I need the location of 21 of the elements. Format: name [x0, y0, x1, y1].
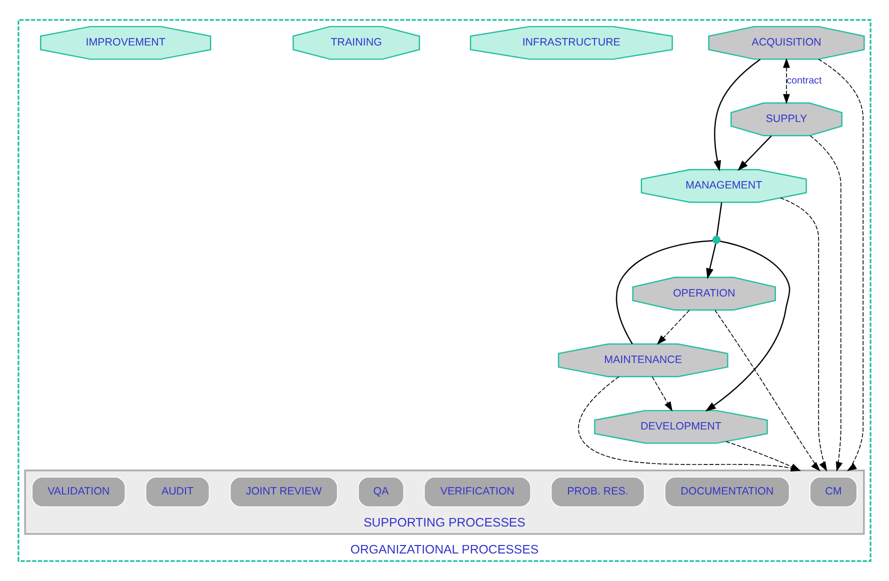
node-box: VALIDATION: [32, 476, 126, 508]
arrow: [738, 135, 772, 171]
connector: [616, 240, 713, 344]
arrow: [818, 58, 864, 472]
node-box: CM: [810, 476, 858, 508]
node-box: PROB. RES.: [550, 476, 645, 508]
node-box: JOINT REVIEW: [230, 476, 338, 508]
node-box: VERIFICATION: [424, 476, 532, 508]
arrow: [714, 58, 761, 172]
node-circle: [712, 236, 721, 244]
node-box: QA: [358, 476, 404, 508]
arrow: [706, 244, 716, 280]
arrow: [656, 310, 690, 345]
arrow: [705, 240, 790, 412]
edge-label: contract: [786, 76, 822, 87]
arrow: [810, 135, 843, 472]
arrow: [652, 376, 673, 412]
node-box: DOCUMENTATION: [664, 476, 790, 508]
node-box: AUDIT: [145, 476, 210, 508]
connector: [716, 202, 722, 236]
arrow: [783, 58, 790, 104]
